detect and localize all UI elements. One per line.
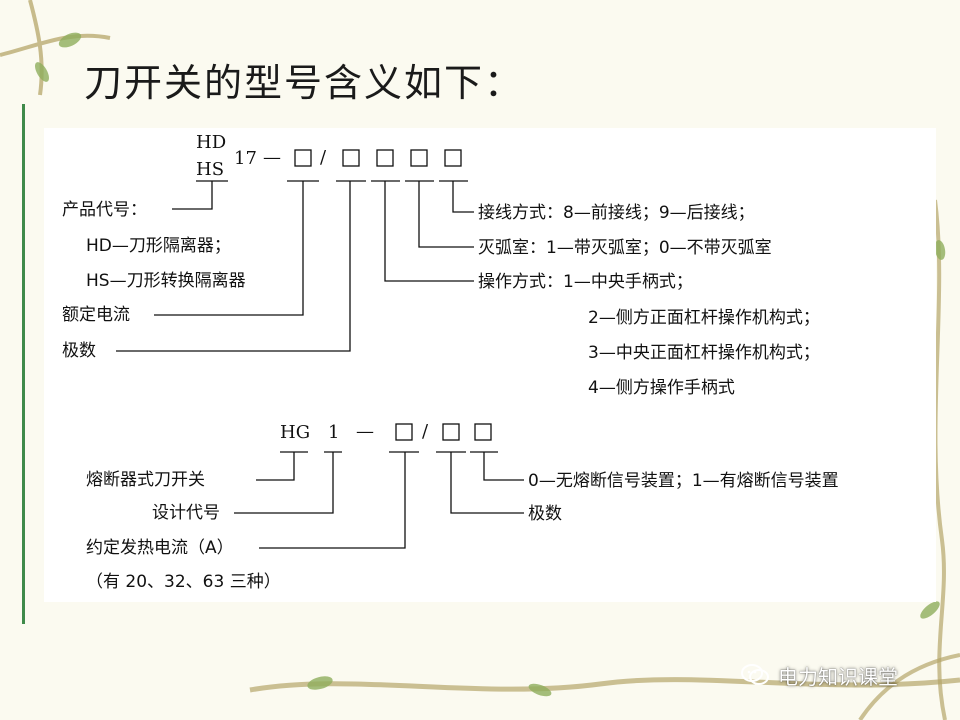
label-hs-meaning: HS—刀形转换隔离器 [86,271,246,291]
code-dash: — [263,147,281,168]
watermark: 电力知识课堂 [740,662,898,689]
label-operation: 操作方式：1—中央手柄式； [478,272,693,292]
leaf-3 [307,676,333,690]
diagram-panel: HD HS 17 — / 产品代号： HD—刀形隔离器； HS—刀形转换隔离器 … [44,128,936,602]
box-arc [410,149,428,167]
label-product-code: 产品代号： [62,200,147,220]
label-poles-2: 极数 [528,504,562,524]
slide-title: 刀开关的型号含义如下： [84,61,525,105]
vine-right [933,199,947,720]
code-hd: HD [196,132,227,153]
code-hs: HS [196,159,225,180]
code-hg: HG [280,422,311,443]
label-design-code: 设计代号 [152,503,220,523]
label-operation-2: 2—侧方正面杠杆操作机构式； [588,308,820,328]
accent-bar [22,104,25,624]
label-hd-meaning: HD—刀形隔离器； [86,236,231,256]
leaf-4 [528,683,552,697]
box-poles-2 [442,423,460,441]
label-heating-current: 约定发热电流（A） [86,538,234,558]
code-hg-dash: — [356,421,374,442]
box-signal [474,423,492,441]
label-rated-current: 额定电流 [62,305,130,325]
leaf-2 [35,62,49,82]
box-rated-current [294,149,312,167]
box-wiring [444,149,462,167]
label-wiring: 接线方式：8—前接线；9—后接线； [478,203,755,223]
label-fuse-switch: 熔断器式刀开关 [86,470,205,490]
code-number: 17 [234,148,257,169]
code-hg-number: 1 [328,422,340,443]
leaf-1 [58,32,82,48]
label-three-types: （有 20、32、63 三种） [86,572,281,592]
wechat-icon [741,664,769,685]
box-operation [376,149,394,167]
vine-top-left [0,0,111,96]
vine-bottom-right [858,653,960,720]
leaf-6 [920,601,940,619]
connector-lines [116,149,524,549]
label-operation-4: 4—侧方操作手柄式 [588,378,735,398]
vine-bottom [249,677,960,693]
box-heating-current [395,423,413,441]
code-slash: / [320,147,327,168]
watermark-text: 电力知识课堂 [778,664,898,689]
leaf-5 [934,240,946,260]
box-poles [342,149,360,167]
label-signal: 0—无熔断信号装置；1—有熔断信号装置 [528,471,839,491]
label-poles: 极数 [62,341,96,361]
label-operation-3: 3—中央正面杠杆操作机构式； [588,343,820,363]
code-hg-slash: / [422,421,429,442]
label-arc: 灭弧室：1—带灭弧室；0—不带灭弧室 [478,238,772,258]
